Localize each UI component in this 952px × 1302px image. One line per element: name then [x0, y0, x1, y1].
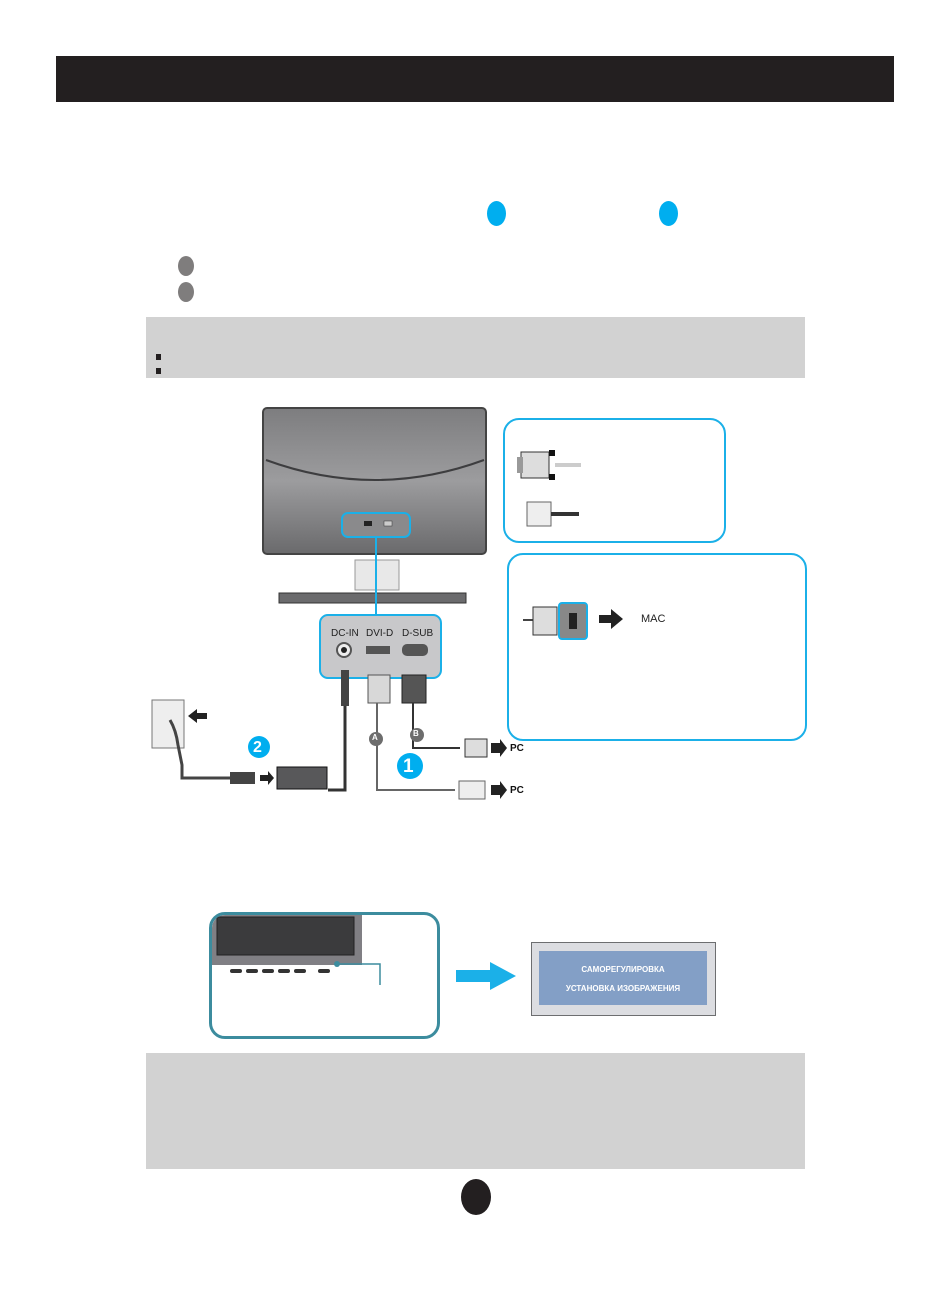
mac-label: MAC — [641, 613, 666, 625]
step-marker-1-icon — [487, 201, 506, 226]
step-1-label: 1 — [403, 756, 414, 777]
pc-label-dsub: PC — [510, 743, 524, 754]
bullet-icon — [156, 354, 161, 360]
bullet-icon — [156, 368, 161, 374]
step-marker-2-icon — [659, 201, 678, 226]
pc-label-dvi: PC — [510, 785, 524, 796]
note-box-bottom — [146, 1053, 805, 1169]
connection-diagram — [151, 407, 507, 800]
osd-line-image-setup: УСТАНОВКА ИЗОБРАЖЕНИЯ — [565, 984, 681, 993]
power-button-icon[interactable] — [324, 957, 332, 965]
arrow-right-icon — [456, 962, 516, 990]
cable-a-marker-icon — [178, 256, 194, 276]
port-label-dc-in: DC-IN — [331, 628, 359, 639]
osd-message-window: САМОРЕГУЛИРОВКА УСТАНОВКА ИЗОБРАЖЕНИЯ — [531, 942, 716, 1016]
port-label-dvi-d: DVI-D — [366, 628, 394, 639]
connector-icons — [517, 450, 581, 527]
page-number-badge — [461, 1179, 491, 1215]
power-button-panel — [209, 912, 440, 1039]
port-panel — [319, 614, 442, 679]
cable-b-label: B — [413, 729, 419, 738]
callout-mac-adapter: MAC — [507, 553, 807, 741]
monitor-back — [262, 407, 487, 604]
callout-connector-types — [503, 418, 726, 543]
section-header-bar — [56, 56, 894, 102]
cable-a-label: A — [372, 733, 378, 742]
cable-b-marker-icon — [178, 282, 194, 302]
note-box-top — [146, 317, 805, 378]
monitor-front-bezel — [212, 915, 381, 985]
mac-adapter-icon — [523, 602, 623, 640]
osd-message-body: САМОРЕГУЛИРОВКА УСТАНОВКА ИЗОБРАЖЕНИЯ — [539, 951, 707, 1005]
port-label-d-sub: D-SUB — [402, 628, 434, 639]
step-2-label: 2 — [253, 739, 262, 756]
osd-line-auto-adjust: САМОРЕГУЛИРОВКА — [581, 965, 665, 974]
